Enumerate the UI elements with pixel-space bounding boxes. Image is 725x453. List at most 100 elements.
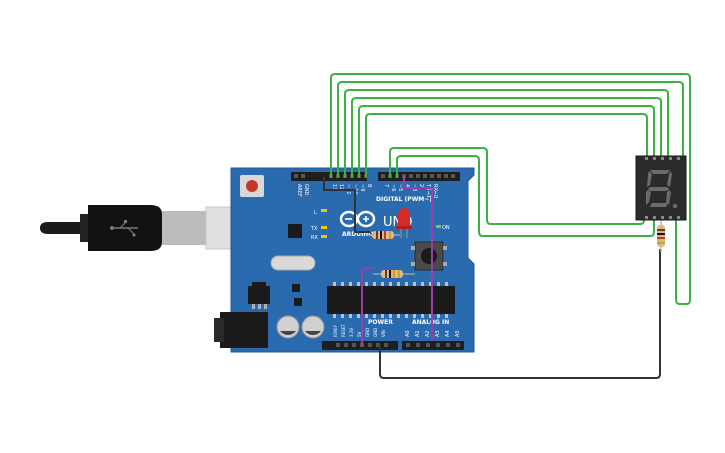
display-pin[interactable] [661,216,664,219]
chip-leg [397,314,400,318]
crystal-oscillator [270,255,316,271]
green-wires-bottom[interactable] [389,147,655,237]
chip-leg [381,282,384,286]
power-pin-hole[interactable] [344,343,348,347]
digital-pin-label: 2 [418,184,424,187]
digital-pin-label: 7 [383,184,389,187]
pushbutton[interactable] [411,241,447,271]
capacitor [301,315,325,339]
digital-pin-hole[interactable] [294,174,298,178]
digital-pin-hole[interactable] [381,174,385,178]
digital-pin-label: ~6 [390,184,396,191]
smd-component [292,284,300,292]
digital-pin-label: RX←0 [432,184,438,198]
l-led [321,209,327,212]
usb-cable[interactable] [40,205,265,251]
resistor-button[interactable] [373,270,415,278]
display-pin[interactable] [645,216,648,219]
analog-pin-hole[interactable] [416,343,420,347]
green-wires-top[interactable] [330,73,691,305]
chip-leg [373,314,376,318]
digital-pin-hole[interactable] [423,174,427,178]
power-pin-label: RESET [341,324,346,337]
arduino-logo-icon [339,210,376,228]
power-pin-label: IOREF [333,324,338,337]
analog-pin-label: A3 [435,330,441,337]
power-pin-hole[interactable] [352,343,356,347]
power-pin-label: 3.3V [349,328,354,337]
analog-pin-label: A4 [445,330,451,337]
analog-pin-hole[interactable] [446,343,450,347]
digital-pin-hole[interactable] [451,174,455,178]
chip-leg [341,282,344,286]
ground-wire[interactable] [323,176,661,379]
chip-leg [413,282,416,286]
digital-pin-hole[interactable] [409,174,413,178]
digital-pin-label: ~5 [397,184,403,191]
analog-pin-hole[interactable] [456,343,460,347]
analog-pin-hole[interactable] [436,343,440,347]
reset-button[interactable] [240,175,264,197]
digital-pin-label: AREF [296,184,302,197]
digital-pin-label: ~9 [359,184,365,191]
chip-leg [429,282,432,286]
power-label: POWER [368,319,393,326]
chip-leg [405,282,408,286]
resistor-display[interactable] [657,218,665,252]
digital-pin-hole[interactable] [444,174,448,178]
digital-pin-hole[interactable] [430,174,434,178]
seven-segment-display[interactable]: 8. [635,155,687,221]
voltage-regulator [248,282,270,309]
power-pin-hole[interactable] [384,343,388,347]
power-pin-hole[interactable] [368,343,372,347]
smd-component [294,298,302,306]
chip-leg [349,314,352,318]
display-pin[interactable] [653,216,656,219]
power-pin-hole[interactable] [376,343,380,347]
analog-pin-label: A0 [405,330,411,337]
chip-leg [445,314,448,318]
rx-label: RX [311,235,318,241]
power-pin-hole[interactable] [336,343,340,347]
digital-pin-label: TX→1 [425,183,431,198]
dc-power-jack [214,312,268,348]
display-pin[interactable] [661,157,664,160]
chip-leg [437,282,440,286]
chip-leg [429,314,432,318]
display-pin[interactable] [669,157,672,160]
chip-leg [413,314,416,318]
usb-interface-chip [288,224,302,238]
chip-leg [373,282,376,286]
analog-pin-hole[interactable] [426,343,430,347]
red-led[interactable] [396,208,412,238]
analog-label: ANALOG IN [412,319,449,326]
analog-pin-label: A2 [425,330,431,337]
resistor-led[interactable] [366,231,400,239]
digital-pin-hole[interactable] [301,174,305,178]
display-pin[interactable] [669,216,672,219]
display-pin[interactable] [677,216,680,219]
chip-leg [333,314,336,318]
display-pin[interactable] [653,157,656,160]
display-pin[interactable] [677,157,680,160]
purple-wires[interactable] [361,176,433,347]
l-label: L [314,210,317,216]
display-pin[interactable] [645,157,648,160]
chip-leg [365,282,368,286]
analog-pin-hole[interactable] [406,343,410,347]
power-pin-label: VIN [381,330,386,337]
chip-leg [389,314,392,318]
digital-pin-hole[interactable] [437,174,441,178]
chip-leg [365,314,368,318]
chip-leg [381,314,384,318]
power-pin-label: GND [373,328,378,337]
chip-leg [421,314,424,318]
digital-pin-hole[interactable] [416,174,420,178]
on-led [436,225,441,228]
power-header [322,341,464,350]
tx-label: TX [310,226,318,232]
